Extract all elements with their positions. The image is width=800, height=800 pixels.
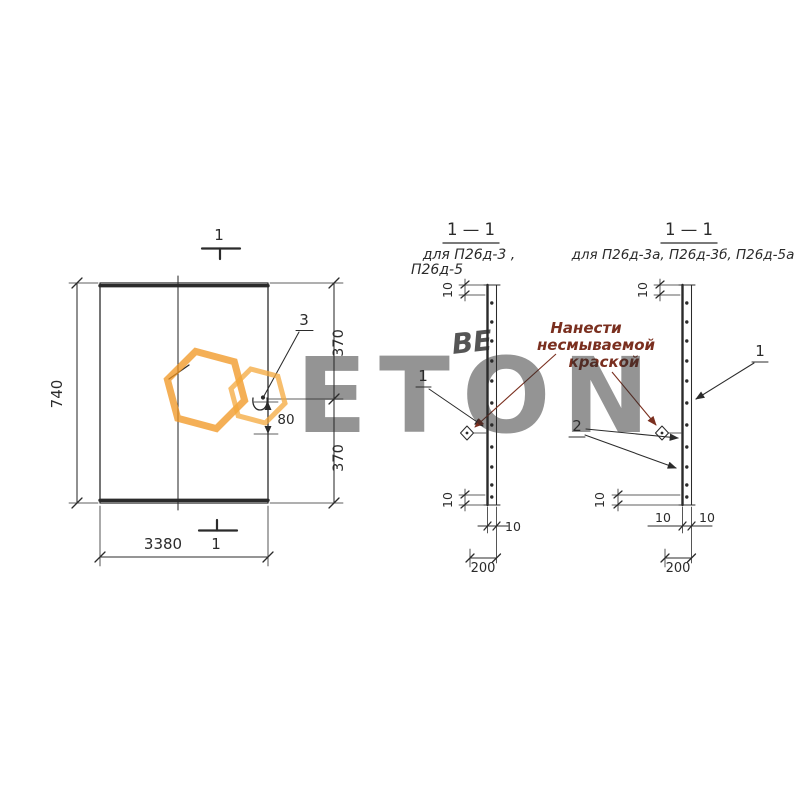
dim-width: 3380	[94, 505, 274, 567]
watermark-hexagon-small-icon	[228, 366, 288, 426]
section-a-rebar-dots	[490, 301, 494, 499]
leader-line	[263, 331, 300, 397]
section-a-dim-thickness: 10	[477, 506, 521, 564]
dimension-tick	[71, 277, 83, 289]
paint-mark-dot	[660, 431, 664, 435]
dimension-tick	[655, 280, 665, 289]
section-a-dim-thickness-label: 10	[505, 519, 521, 534]
section-mark-bottom-label: 1	[211, 535, 221, 553]
section-a-dim-bottom-label: 10	[440, 492, 455, 508]
watermark-hexagon-large-icon	[163, 347, 249, 433]
note-arrow-left	[474, 353, 557, 428]
note-line-3: краской	[569, 353, 640, 371]
dimension-tick	[613, 490, 623, 499]
dimension-tick	[483, 521, 492, 531]
watermark-prefix-text: ВЕ	[450, 324, 494, 361]
dim-height: 740	[48, 277, 99, 509]
paint-mark-dot	[465, 431, 469, 435]
section-view-b: 1 — 1 для П26д-3а, П26д-3б, П26д-5а 10	[568, 220, 795, 576]
section-a-callout-label: 1	[418, 367, 428, 385]
dimension-tick	[94, 551, 106, 563]
note-arrow-right	[611, 371, 657, 426]
callout-anchor-label: 3	[299, 311, 309, 329]
dimension-tick	[465, 553, 475, 563]
paint-note: Нанести несмываемой краской	[474, 319, 657, 428]
dimension-tick	[262, 551, 274, 563]
dim-height-label: 740	[48, 380, 66, 409]
dimension-tick	[660, 553, 670, 563]
leader-line	[428, 388, 484, 427]
section-a-dim-bottom: 10	[440, 488, 486, 512]
section-a-dim-depth-label: 200	[471, 561, 496, 576]
watermark-brand-text: ETON	[296, 335, 661, 457]
section-b-rebar-dots	[685, 301, 689, 499]
section-a-paint-mark	[459, 425, 487, 441]
section-b-dim-top-label: 10	[635, 282, 650, 298]
note-line-1: Нанести	[550, 319, 622, 337]
section-a-title: 1 — 1	[447, 220, 495, 239]
section-a-callout-1: 1	[415, 367, 484, 427]
leader-line	[695, 362, 755, 400]
dim-anchor-label: 80	[277, 412, 294, 428]
dimension-tick	[460, 290, 470, 299]
section-b-callout-1-label: 1	[755, 342, 765, 360]
dimension-tick	[460, 490, 470, 499]
dimension-tick	[655, 290, 665, 299]
watermark: ETON ВЕ	[163, 324, 661, 457]
section-a-dim-top-label: 10	[440, 282, 455, 298]
section-b-dim-bottom: 10	[592, 488, 681, 512]
dim-anchor: 80	[253, 401, 295, 435]
dimension-tick	[687, 521, 696, 531]
section-b-dim-top: 10	[635, 278, 681, 302]
section-b-callout-1: 1	[695, 342, 769, 400]
section-b-dim-thickness-right-label: 10	[699, 510, 715, 525]
dimension-tick	[328, 497, 340, 509]
section-a-subtitle-2: П26д-5	[411, 262, 463, 278]
dimension-tick	[678, 521, 687, 531]
section-b-dim-bottom-label: 10	[592, 492, 607, 508]
dimension-tick	[460, 280, 470, 289]
panel-outline	[99, 282, 269, 504]
section-b-title: 1 — 1	[665, 220, 713, 239]
section-a-dim-depth: 200	[465, 548, 502, 576]
section-b-callout-2: 2	[568, 417, 679, 469]
dim-right-bottom-label: 370	[331, 444, 347, 472]
section-b-subtitle: для П26д-3а, П26д-3б, П26д-5а	[571, 247, 795, 263]
leader-line	[584, 434, 677, 469]
dimension-tick	[686, 553, 697, 563]
dim-right-top-label: 370	[331, 329, 347, 357]
paint-diamond-mark	[654, 425, 670, 441]
dimension-tick	[491, 553, 502, 563]
dimension-tick	[71, 497, 83, 509]
section-view-a: 1 — 1 для П26д-3 , П26д-5 10	[411, 220, 521, 576]
arrowhead	[264, 426, 272, 434]
dimension-tick	[328, 277, 340, 289]
section-b-dim-depth-label: 200	[666, 561, 691, 576]
dim-width-label: 3380	[144, 535, 182, 553]
section-b-dim-thickness: 10 10	[647, 506, 715, 564]
section-b-dim-thickness-left-label: 10	[655, 510, 671, 525]
section-mark-top-label: 1	[214, 226, 224, 244]
dim-right-chain: 370 370	[267, 277, 347, 509]
section-b-dim-depth: 200	[660, 548, 697, 576]
leader-dot	[260, 395, 266, 400]
section-b-callout-2-label: 2	[572, 417, 582, 435]
plan-view: 1 1 740 3380	[48, 226, 347, 567]
dimension-tick	[460, 500, 470, 509]
section-b-paint-mark	[654, 425, 682, 441]
lifting-anchor-loop	[252, 397, 268, 411]
section-a-dim-top: 10	[440, 278, 486, 302]
arrowhead	[264, 402, 272, 410]
dimension-tick	[328, 393, 340, 405]
callout-anchor: 3	[260, 311, 314, 400]
paint-diamond-mark	[459, 425, 475, 441]
dimension-tick	[492, 521, 501, 531]
section-a-subtitle-1: для П26д-3 ,	[422, 247, 515, 263]
leader-line	[585, 428, 679, 441]
note-line-2: несмываемой	[537, 336, 656, 354]
dimension-tick	[613, 500, 623, 509]
